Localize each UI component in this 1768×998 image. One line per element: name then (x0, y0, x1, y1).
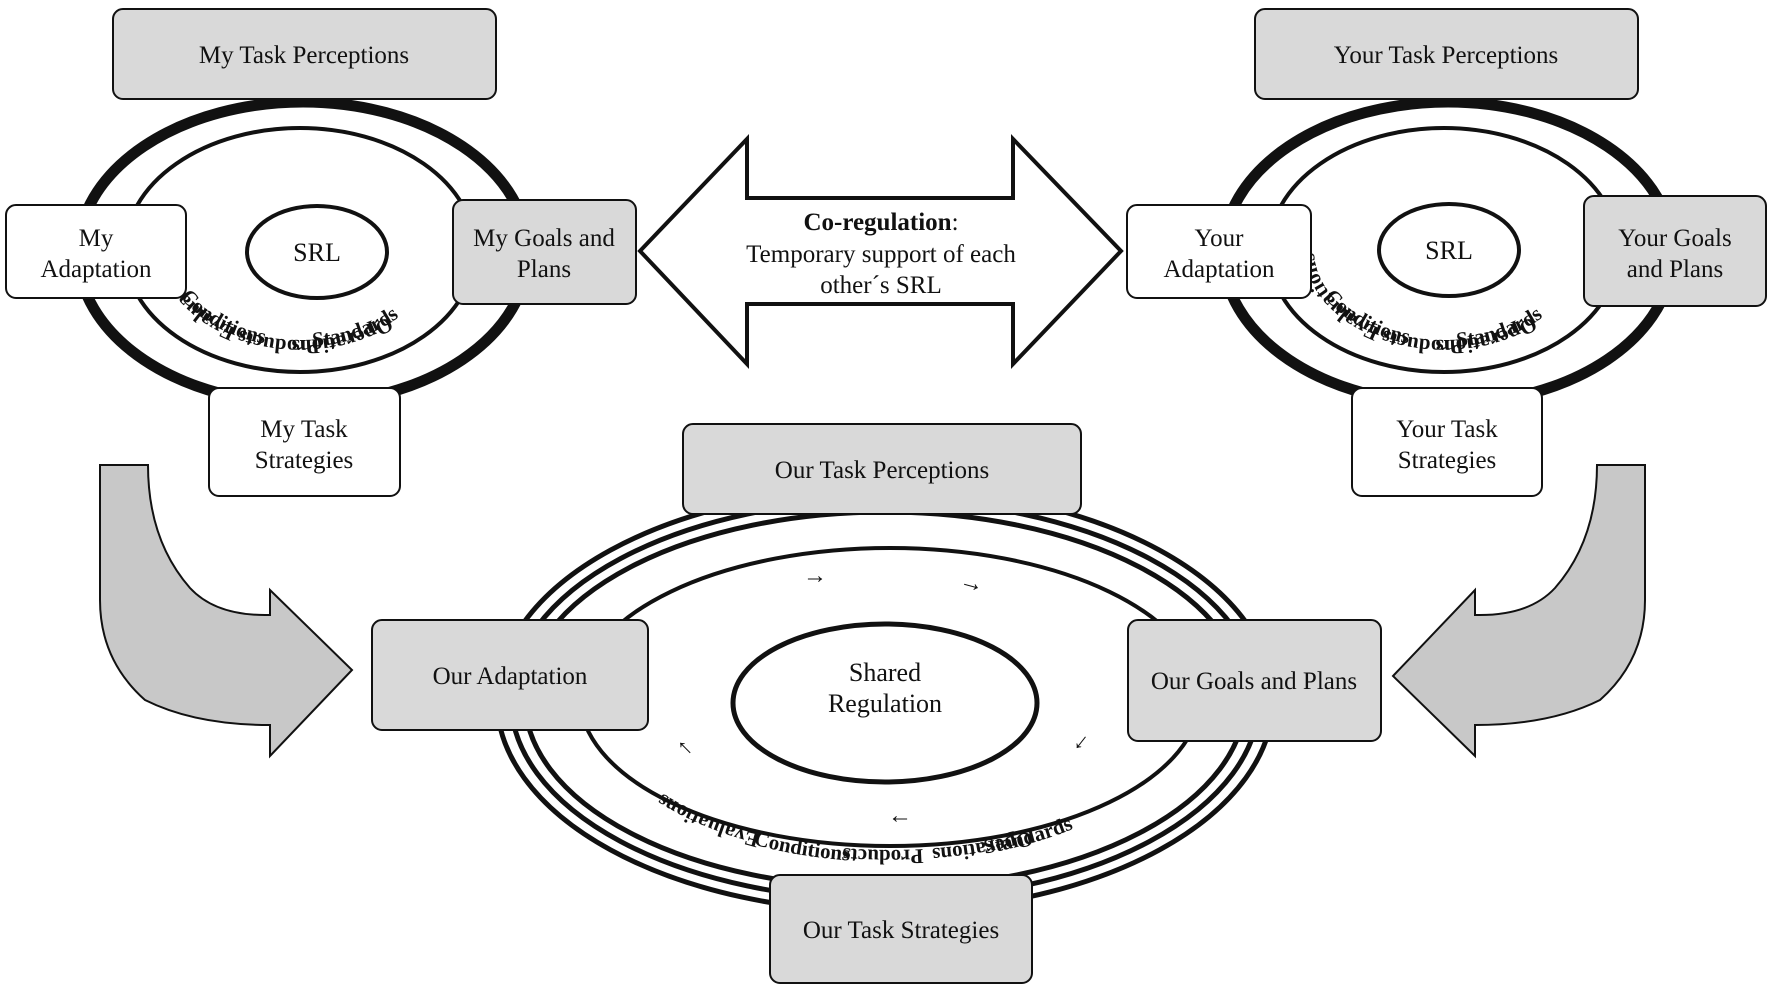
coregulation-line3: other´s SRL (820, 272, 942, 299)
svg-text:Your Goals: Your Goals (1618, 225, 1731, 252)
our-task-perceptions-box: Our Task Perceptions (682, 423, 1082, 515)
left-merge-arrow (99, 464, 354, 759)
svg-text:Strategies: Strategies (1398, 447, 1497, 474)
svg-text:My Task Perceptions: My Task Perceptions (199, 42, 409, 69)
svg-text:and Plans: and Plans (1627, 256, 1724, 283)
svg-text:My Goals and: My Goals and (473, 225, 615, 252)
coregulation-double-arrow: Co-regulation: Temporary support of each… (637, 134, 1124, 370)
shared-regulation-cluster: Shared Regulation Operations Products Ev… (371, 423, 1382, 984)
shared-regulation-label-1: Shared (849, 658, 921, 687)
my-adaptation-box: My Adaptation (5, 204, 187, 299)
svg-text:Co-regulation:: Co-regulation: (803, 209, 958, 236)
your-task-perceptions-box: Your Task Perceptions (1254, 8, 1639, 100)
my-srl-cluster: SRL Operations Products Evaluations Stan… (5, 8, 637, 497)
shared-regulation-label-2: Regulation (828, 689, 942, 718)
shared-ring-products: Products (841, 843, 923, 869)
cycle-arrow-conditions-operations: → (665, 732, 700, 767)
svg-text:Your Task Perceptions: Your Task Perceptions (1334, 42, 1558, 69)
svg-text:Adaptation: Adaptation (1163, 256, 1275, 283)
your-srl-core (1377, 202, 1521, 298)
cycle-arrow-evaluations-standards: → (1066, 727, 1101, 762)
svg-text:Strategies: Strategies (255, 447, 354, 474)
right-merge-arrow (1391, 464, 1646, 759)
cycle-arrow-standards-conditions: → (888, 809, 912, 835)
coregulation-line2: Temporary support of each (746, 241, 1016, 268)
cycle-arrow-products-evaluations: → (957, 568, 987, 599)
svg-text:My: My (79, 225, 114, 252)
your-adaptation-box: Your Adaptation (1126, 204, 1312, 299)
my-task-perceptions-box: My Task Perceptions (112, 8, 497, 100)
coregulation-heading: Co-regulation (803, 209, 951, 236)
my-goals-plans-box: My Goals and Plans (452, 199, 637, 305)
shared-regulation-core (730, 621, 1040, 785)
my-task-strategies-box: My Task Strategies (208, 387, 401, 497)
your-srl-label: SRL (1425, 236, 1473, 265)
shared-ring-standards: Standards (981, 811, 1075, 859)
svg-text:Your Task: Your Task (1396, 416, 1498, 443)
your-goals-plans-box: Your Goals and Plans (1583, 195, 1767, 307)
your-task-strategies-box: Your Task Strategies (1351, 387, 1543, 497)
shared-ring-evaluations: Evaluations (652, 789, 761, 853)
svg-text:Plans: Plans (517, 256, 571, 283)
our-adaptation-box: Our Adaptation (371, 619, 649, 731)
our-task-strategies-box: Our Task Strategies (769, 874, 1033, 984)
svg-text:Our Task Perceptions: Our Task Perceptions (775, 457, 989, 484)
svg-text:Our Adaptation: Our Adaptation (433, 663, 588, 690)
cycle-arrow-operations-products: → (803, 563, 827, 589)
svg-text:Adaptation: Adaptation (40, 256, 152, 283)
my-srl-core (245, 204, 389, 300)
my-srl-label: SRL (293, 238, 341, 267)
svg-text:Our Task Strategies: Our Task Strategies (803, 917, 999, 944)
our-goals-plans-box: Our Goals and Plans (1127, 619, 1382, 742)
shared-ring-conditions: Conditions (752, 826, 851, 866)
svg-text:Our Goals and Plans: Our Goals and Plans (1151, 668, 1357, 695)
your-srl-cluster: SRL Operations Products Evaluations Stan… (1126, 8, 1767, 497)
svg-text:My Task: My Task (260, 416, 348, 443)
svg-text:Your: Your (1195, 225, 1245, 252)
